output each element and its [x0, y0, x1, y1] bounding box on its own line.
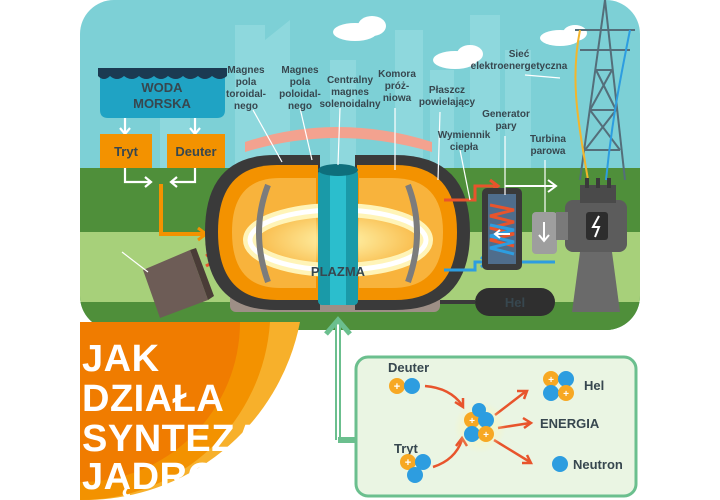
- deuterium-box: [167, 134, 225, 168]
- electric-generator: [556, 178, 627, 312]
- heat-exchanger-label-2: ciepła: [450, 142, 479, 153]
- svg-text:+: +: [469, 416, 475, 427]
- svg-text:+: +: [548, 375, 554, 386]
- sea-water-tank: [98, 68, 227, 118]
- fuel-pipe: [159, 184, 205, 236]
- steam-generator: [482, 188, 522, 270]
- central-solenoid-label-3: solenoidalny: [319, 99, 381, 110]
- central-solenoid-label-1: Centralny: [327, 75, 374, 86]
- component-labels: Magnes pola toroidal- nego Magnes pola p…: [226, 49, 568, 157]
- blanket-label-1: Płaszcz: [429, 85, 465, 96]
- leader-lines: [121, 74, 561, 273]
- title-line-1: JAK: [82, 338, 160, 380]
- central-solenoid-label-2: magnes: [331, 87, 369, 98]
- heat-exchanger-label-1: Wymiennik: [438, 130, 491, 141]
- title-line-2: DZIAŁA: [82, 378, 225, 420]
- neutron-icon: [552, 456, 568, 472]
- steam-turbine: [532, 212, 557, 254]
- reactor-scene: WODA MORSKA Tryt Deuter: [80, 0, 640, 330]
- blanket-label-2: powielający: [419, 97, 476, 108]
- power-line: [605, 29, 631, 181]
- svg-text:+: +: [394, 381, 400, 393]
- title-line-3: SYNTEZA: [82, 418, 263, 460]
- sun-arcs: [80, 322, 300, 500]
- poloidal-magnets-label-4: nego: [288, 101, 312, 112]
- steam-turbine-label-2: parowa: [530, 146, 565, 157]
- svg-text:+: +: [563, 389, 569, 400]
- steam-turbine-label-1: Turbina: [530, 134, 566, 145]
- steam-generator-label-2: pary: [495, 121, 517, 132]
- deuterium-label: Deuter: [175, 144, 216, 159]
- svg-text:+: +: [483, 430, 489, 441]
- power-grid-label-2: elektroenergetyczna: [471, 61, 568, 72]
- tritium-label: Tryt: [114, 144, 139, 159]
- reaction-neutron-label: Neutron: [573, 457, 623, 472]
- clouds: [333, 16, 587, 69]
- sea-water-label-1: WODA: [141, 80, 183, 95]
- vacuum-chamber-label-1: Komora: [378, 69, 416, 80]
- sea-water-label-2: MORSKA: [133, 96, 191, 111]
- plasma-label: PLAZMA: [311, 264, 366, 279]
- vacuum-chamber-label-2: próż-: [385, 81, 409, 92]
- power-grid-label-1: Sieć: [509, 49, 530, 60]
- reaction-arrows: [424, 384, 534, 469]
- toroidal-magnets-label-1: Magnes: [227, 65, 265, 76]
- reaction-helium-label: Hel: [584, 378, 604, 393]
- power-line: [574, 29, 589, 181]
- vacuum-chamber-label-3: niowa: [383, 93, 412, 104]
- poloidal-magnets-label-3: poloidal-: [279, 89, 321, 100]
- title-line-4: JĄDROWA: [82, 456, 280, 498]
- tritium-atom-icon: +: [400, 454, 431, 483]
- helium-tank: [440, 288, 555, 316]
- toroidal-magnets-label-3: toroidal-: [226, 89, 266, 100]
- tritium-box: [100, 134, 152, 168]
- pylon-icon: [575, 0, 635, 181]
- reaction-deuterium-label: Deuter: [388, 360, 429, 375]
- poloidal-magnets-label-1: Magnes: [281, 65, 319, 76]
- toroidal-magnets-label-2: pola: [236, 77, 257, 88]
- beam-injector: [143, 248, 214, 318]
- poloidal-magnets-label-2: pola: [290, 77, 311, 88]
- fusion-nucleus-icon: + +: [464, 403, 494, 442]
- flow-arrows: [119, 118, 201, 188]
- helium-atom-icon: + +: [543, 371, 574, 401]
- reaction-energy-label: ENERGIA: [540, 416, 600, 431]
- arrow-head-icon: [324, 316, 352, 336]
- helium-tank-label: Hel: [505, 295, 525, 310]
- reactor: [205, 127, 470, 310]
- steam-generator-label-1: Generator: [482, 109, 530, 120]
- toroidal-magnets-label-4: nego: [234, 101, 258, 112]
- reaction-tritium-label: Tryt: [394, 441, 419, 456]
- svg-text:+: +: [405, 457, 411, 469]
- deuterium-atom-icon: +: [389, 378, 420, 394]
